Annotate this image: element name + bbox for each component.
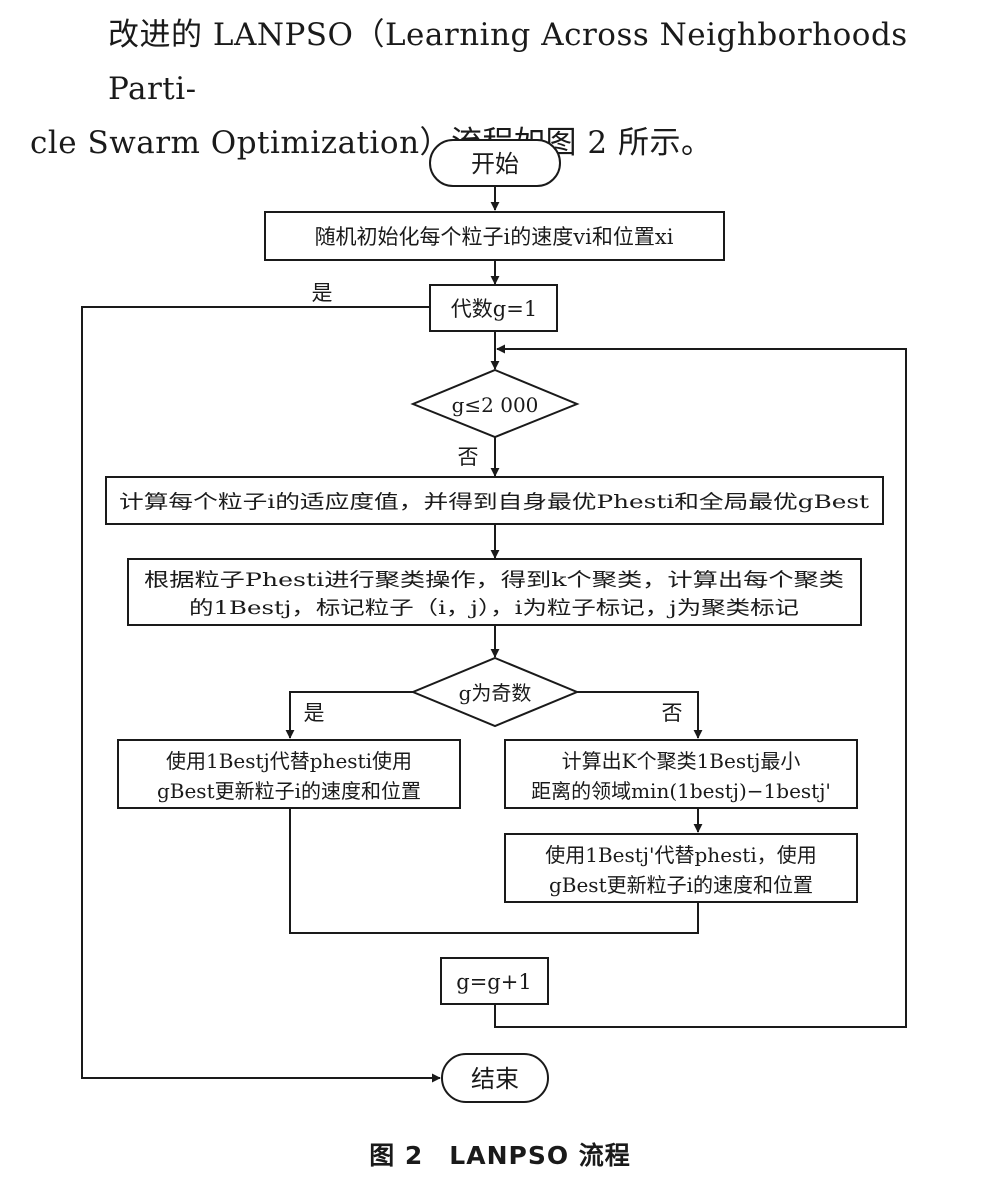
start-label: 开始: [471, 150, 519, 178]
init-box: [264, 211, 725, 261]
condition-odd-diamond: [410, 656, 580, 728]
start-terminal: [429, 139, 561, 187]
intro-line-2: cle Swarm Optimization）流程如图 2 所示。: [30, 125, 713, 161]
arrow-odd-no: [577, 691, 703, 739]
compute-k-line1: 计算出K个聚类1Bestj最小: [562, 749, 801, 773]
exit-line: [81, 306, 441, 1083]
end-label: 结束: [471, 1065, 519, 1093]
no-label-cond: 否: [458, 445, 479, 469]
connector-lines: [81, 186, 907, 1083]
compute-k-box: [504, 739, 858, 809]
arrow-odd-yes: [285, 691, 413, 739]
yes-label-top: 是: [312, 281, 333, 305]
increment-label: g=g+1: [456, 970, 531, 994]
condition-g-diamond: [410, 368, 580, 439]
loop-back-line: [494, 344, 907, 1028]
update-odd-line1: 使用1Bestj代替phesti使用: [166, 749, 412, 773]
intro-line-1: 改进的 LANPSO（Learning Across Neighborhoods…: [108, 17, 908, 107]
end-terminal: [441, 1053, 549, 1103]
fitness-box: [105, 476, 884, 525]
init-label: 随机初始化每个粒子i的速度vi和位置xi: [315, 225, 674, 249]
update-even-box: [504, 833, 858, 903]
condition-odd-label: g为奇数: [459, 681, 532, 705]
yes-label-odd: 是: [304, 701, 325, 725]
gen-init-box: [429, 284, 558, 332]
cluster-label-line2: 的1Bestj，标记粒子（i，j），i为粒子标记，j为聚类标记: [189, 597, 799, 619]
intro-paragraph: 改进的 LANPSO（Learning Across Neighborhoods…: [30, 8, 980, 170]
gen-init-label: 代数g=1: [451, 297, 537, 321]
no-label-odd: 否: [662, 701, 683, 725]
update-odd-box: [117, 739, 461, 809]
increment-box: [440, 957, 549, 1005]
fitness-label: 计算每个粒子i的适应度值，并得到自身最优Phesti和全局最优gBest: [119, 491, 869, 513]
compute-k-line2: 距离的领域min(1bestj)−1bestj': [531, 779, 831, 803]
merge-line: [289, 808, 699, 934]
update-odd-line2: gBest更新粒子i的速度和位置: [157, 779, 421, 803]
condition-g-label: g≤2 000: [452, 393, 539, 417]
cluster-box: [127, 558, 862, 626]
figure-caption: 图 2 LANPSO 流程: [369, 1141, 631, 1170]
cluster-label-line1: 根据粒子Phesti进行聚类操作，得到k个聚类，计算出每个聚类: [144, 569, 844, 591]
update-even-line2: gBest更新粒子i的速度和位置: [549, 873, 813, 897]
update-even-line1: 使用1Bestj'代替phesti，使用: [545, 843, 816, 867]
